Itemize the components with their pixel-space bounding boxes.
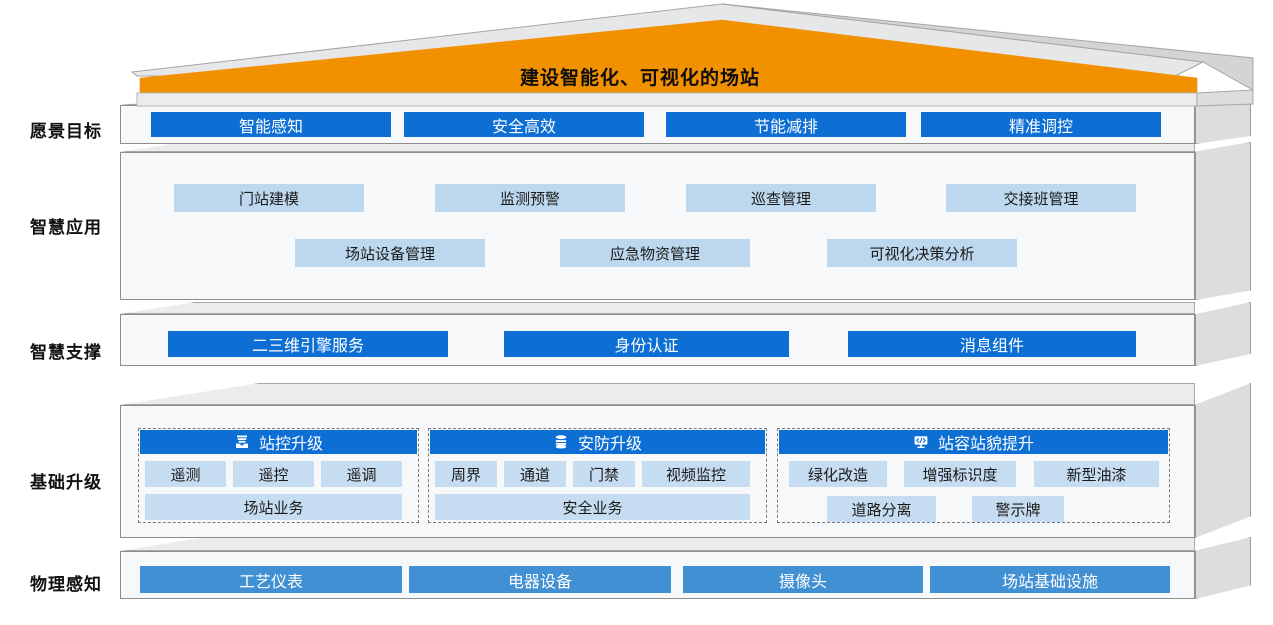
vision-item-1-label: 安全高效 (491, 118, 556, 136)
physical-item-2-label: 摄像头 (778, 573, 827, 591)
infra-group-2-chip-2-label: 新型油漆 (1066, 466, 1127, 484)
application-item-3-label: 交接班管理 (1003, 190, 1079, 208)
server-stack-icon (234, 434, 251, 451)
support-item-0-label: 二三维引擎服务 (251, 338, 364, 355)
row-label-vision: 愿景目标 (30, 122, 102, 141)
infra-group-1-chip-3-label: 视频监控 (665, 466, 726, 484)
application-item-0-label: 门站建模 (238, 190, 299, 208)
infra-group-1-chip-2-label: 门禁 (588, 466, 619, 484)
infra-group-1-wide-0-label: 安全业务 (562, 499, 623, 517)
application-item-1-label: 监测预警 (499, 190, 560, 208)
infra-group-1-chip-0[interactable]: 周界 (435, 461, 497, 487)
code-monitor-icon (913, 434, 930, 451)
infra-group-1-chip-2[interactable]: 门禁 (573, 461, 635, 487)
band-top-face (120, 537, 1195, 551)
infra-group-0-chip-0-label: 遥测 (170, 466, 201, 484)
infra-group-2-title: 站容站貌提升 (937, 436, 1034, 453)
application-item-6-label: 可视化决策分析 (869, 245, 975, 263)
vision-item-0-label: 智能感知 (238, 118, 303, 136)
roof-title: 建设智能化、可视化的场站 (519, 68, 760, 89)
infra-group-0-title: 站控升级 (258, 436, 323, 453)
vision-item-2[interactable]: 节能减排 (666, 112, 906, 137)
infra-group-0-wide-0-label: 场站业务 (243, 499, 304, 517)
infra-group-2-wide-0-label: 道路分离 (851, 501, 912, 519)
roof-shape (130, 3, 1254, 107)
infra-group-2-chip-2[interactable]: 新型油漆 (1034, 461, 1159, 487)
application-item-3[interactable]: 交接班管理 (946, 184, 1136, 212)
support-item-0[interactable]: 二三维引擎服务 (168, 331, 448, 357)
band-top-face (120, 302, 1195, 314)
row-label-physical: 物理感知 (30, 575, 102, 594)
infra-group-2 (777, 428, 1170, 523)
infra-group-2-wide-1-label: 警示牌 (995, 501, 1041, 519)
infra-group-0-wide-0[interactable]: 场站业务 (145, 494, 402, 520)
infra-group-0-chip-1[interactable]: 遥控 (233, 461, 314, 487)
physical-item-2[interactable]: 摄像头 (683, 566, 923, 593)
band-application (120, 142, 1251, 300)
infra-group-2-wide-1[interactable]: 警示牌 (972, 496, 1064, 522)
infra-group-1-chip-0-label: 周界 (450, 466, 481, 484)
physical-item-3[interactable]: 场站基础设施 (930, 566, 1170, 593)
database-layers-icon (553, 434, 570, 451)
application-item-4[interactable]: 场站设备管理 (295, 239, 485, 267)
application-item-2-label: 巡查管理 (750, 190, 811, 208)
infra-group-1-chip-1-label: 通道 (519, 466, 550, 484)
vision-item-3[interactable]: 精准调控 (921, 112, 1161, 137)
infra-group-1-header[interactable]: 安防升级 (430, 430, 765, 454)
application-item-2[interactable]: 巡查管理 (686, 184, 876, 212)
infra-group-1-chip-1[interactable]: 通道 (504, 461, 566, 487)
band-side-face (1195, 537, 1251, 599)
application-item-5[interactable]: 应急物资管理 (560, 239, 750, 267)
row-label-infrastructure: 基础升级 (30, 473, 102, 492)
physical-item-3-label: 场站基础设施 (1001, 573, 1098, 591)
band-side-face (1195, 302, 1251, 366)
infra-group-0 (138, 428, 419, 523)
infra-group-0-header[interactable]: 站控升级 (140, 430, 417, 454)
band-front-face (120, 152, 1195, 300)
physical-item-1[interactable]: 电器设备 (409, 566, 671, 593)
application-item-4-label: 场站设备管理 (344, 245, 435, 263)
infra-group-2-chip-0-label: 绿化改造 (807, 466, 868, 484)
infra-group-0-chip-2-label: 遥调 (346, 466, 377, 484)
band-side-face (1195, 383, 1251, 538)
support-item-2-label: 消息组件 (959, 338, 1024, 355)
vision-item-3-label: 精准调控 (1008, 118, 1073, 136)
infra-group-1-chip-3[interactable]: 视频监控 (642, 461, 750, 487)
application-item-6[interactable]: 可视化决策分析 (827, 239, 1017, 267)
vision-item-2-label: 节能减排 (753, 118, 818, 136)
infra-group-2-header[interactable]: 站容站貌提升 (779, 430, 1168, 454)
infra-group-0-chip-2[interactable]: 遥调 (321, 461, 402, 487)
infra-group-2-chip-0[interactable]: 绿化改造 (789, 461, 887, 487)
infra-group-0-chip-1-label: 遥控 (258, 466, 289, 484)
support-item-2[interactable]: 消息组件 (848, 331, 1136, 357)
band-side-face (1195, 142, 1251, 300)
vision-item-0[interactable]: 智能感知 (151, 112, 391, 137)
infra-group-2-wide-0[interactable]: 道路分离 (827, 496, 936, 522)
row-label-application: 智慧应用 (30, 218, 102, 237)
physical-item-0[interactable]: 工艺仪表 (140, 566, 402, 593)
infra-group-1-title: 安防升级 (577, 436, 642, 453)
application-item-0[interactable]: 门站建模 (174, 184, 364, 212)
infra-group-2-chip-1-label: 增强标识度 (922, 466, 998, 484)
infra-group-1-wide-0[interactable]: 安全业务 (435, 494, 750, 520)
infra-group-1 (428, 428, 767, 523)
application-item-5-label: 应急物资管理 (609, 245, 700, 263)
support-item-1[interactable]: 身份认证 (504, 331, 789, 357)
application-item-1[interactable]: 监测预警 (435, 184, 625, 212)
physical-item-0-label: 工艺仪表 (238, 573, 303, 591)
support-item-1-label: 身份认证 (614, 338, 679, 355)
infra-group-2-chip-1[interactable]: 增强标识度 (904, 461, 1016, 487)
physical-item-1-label: 电器设备 (507, 573, 572, 591)
row-label-support: 智慧支撑 (30, 343, 102, 362)
vision-item-1[interactable]: 安全高效 (404, 112, 644, 137)
infra-group-0-chip-0[interactable]: 遥测 (145, 461, 226, 487)
band-top-face (120, 383, 1195, 405)
